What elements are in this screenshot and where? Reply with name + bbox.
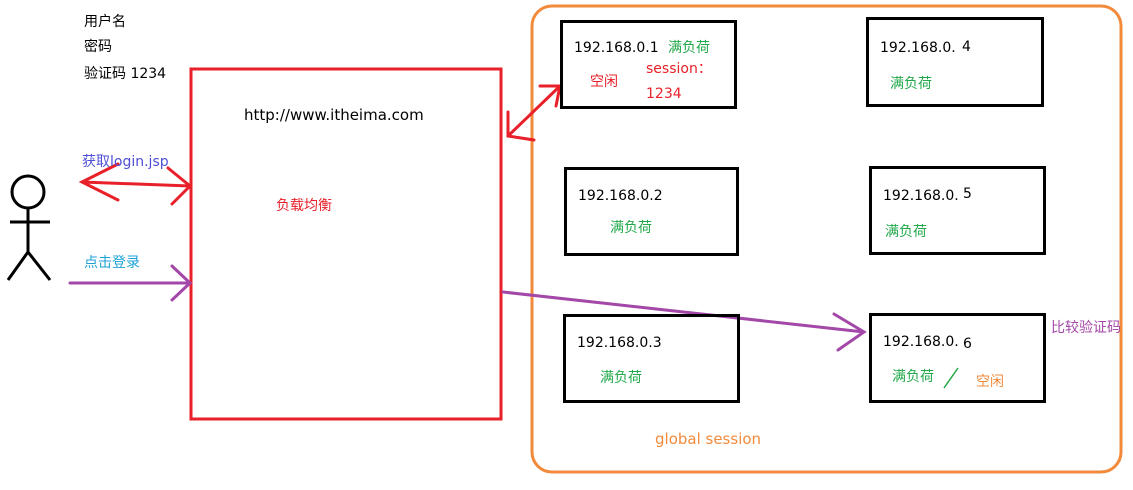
server-box-2 <box>564 167 739 256</box>
server6-idle: 空闲 <box>976 374 1004 390</box>
server-box-5 <box>869 166 1046 255</box>
load-balancer-box <box>189 67 503 421</box>
server5-suffix: 5 <box>963 186 972 202</box>
get-login-arrow-icon <box>78 162 193 206</box>
server6-ip: 192.168.0. <box>883 334 959 350</box>
server3-status: 满负荷 <box>600 370 642 386</box>
lb-server6-arrow-icon <box>501 290 867 352</box>
server1-ip: 192.168.0.1 <box>574 40 659 56</box>
username-label: 用户名 <box>84 14 126 30</box>
captcha-label: 验证码 1234 <box>84 66 167 82</box>
server3-ip: 192.168.0.3 <box>577 335 662 351</box>
server5-ip: 192.168.0. <box>883 188 959 204</box>
server-box-4 <box>866 17 1044 107</box>
get-login-label: 获取login.jsp <box>82 154 169 170</box>
global-session-label: global session <box>655 430 762 448</box>
tick-mark-icon <box>943 367 959 389</box>
click-login-arrow-icon <box>68 264 193 302</box>
server4-suffix: 4 <box>962 39 971 55</box>
server1-session-label: session： <box>646 61 712 77</box>
server1-status: 满负荷 <box>668 40 710 56</box>
server-box-1 <box>560 20 737 109</box>
server1-idle: 空闲 <box>590 74 618 90</box>
compare-captcha-label: 比较验证码 <box>1051 320 1121 336</box>
server4-ip: 192.168.0. <box>880 40 956 56</box>
server2-ip: 192.168.0.2 <box>578 188 663 204</box>
server2-status: 满负荷 <box>610 220 652 236</box>
server-box-3 <box>563 314 740 403</box>
server-box-6 <box>869 313 1046 403</box>
server4-status: 满负荷 <box>890 76 932 92</box>
server6-suffix: 6 <box>963 336 972 352</box>
stick-figure-user-icon <box>6 174 52 281</box>
lb-server1-arrow-icon <box>506 84 562 142</box>
global-session-container <box>530 4 1123 474</box>
lb-url: http://www.itheima.com <box>244 106 424 124</box>
lb-label: 负载均衡 <box>276 198 332 214</box>
server6-status: 满负荷 <box>892 369 934 385</box>
click-login-label: 点击登录 <box>84 255 140 271</box>
password-label: 密码 <box>84 39 112 55</box>
server5-status: 满负荷 <box>885 224 927 240</box>
server1-session-value: 1234 <box>646 86 682 102</box>
